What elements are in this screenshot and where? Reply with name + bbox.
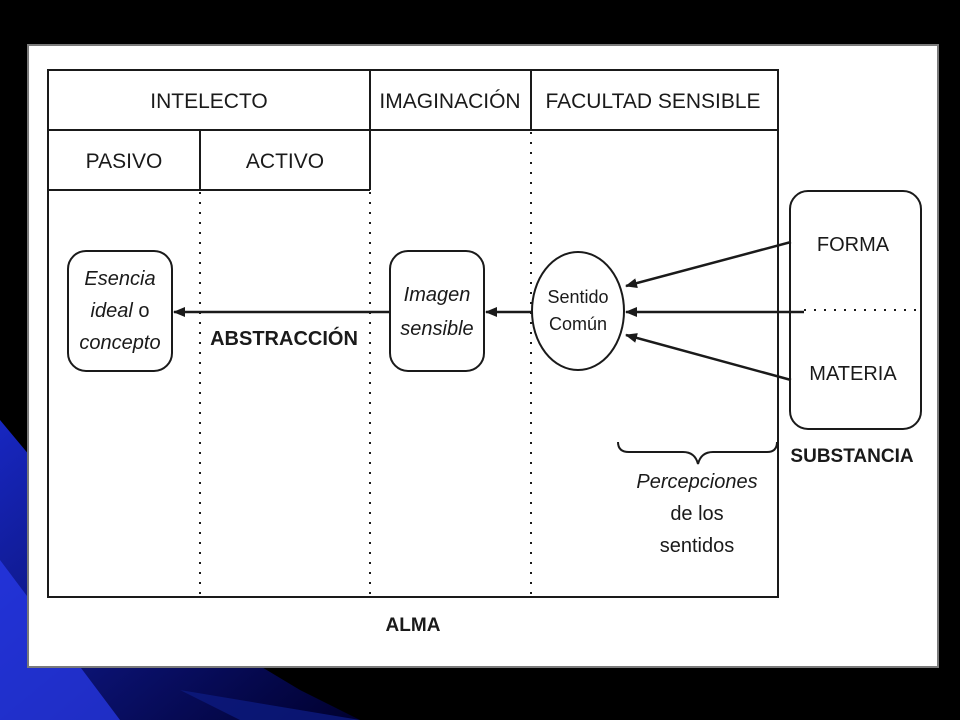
header-facultad-sensible: FACULTAD SENSIBLE: [545, 90, 760, 113]
header-intelecto: INTELECTO: [150, 90, 267, 113]
arrow-materia-to-sentido: [625, 333, 792, 382]
percepciones-brace: [617, 441, 778, 465]
substancia-node: FORMA MATERIA: [789, 190, 922, 430]
materia-label: MATERIA: [809, 363, 897, 385]
sentido-line1: Sentido: [547, 287, 608, 307]
alma-label: ALMA: [386, 615, 441, 636]
substancia-label: SUBSTANCIA: [790, 446, 913, 467]
slide: INTELECTO IMAGINACIÓN FACULTAD SENSIBLE …: [27, 44, 939, 668]
esencia-line3: concepto: [79, 332, 160, 354]
arrow-forma-to-sentido: [625, 240, 792, 288]
percepciones-line3: sentidos: [660, 535, 735, 557]
imagen-line1: Imagen: [404, 284, 471, 306]
esencia-line1: Esencia: [84, 268, 155, 290]
header-activo: ACTIVO: [246, 150, 324, 173]
percepciones-line2: de los: [670, 503, 723, 525]
imagen-line2: sensible: [400, 318, 473, 340]
sentido-comun-node: Sentido Común: [531, 251, 625, 371]
abstraccion-label: ABSTRACCIÓN: [210, 326, 358, 350]
esencia-line2: ideal o: [91, 300, 150, 322]
diagram-canvas: INTELECTO IMAGINACIÓN FACULTAD SENSIBLE …: [47, 69, 922, 636]
sentido-line2: Común: [549, 314, 607, 334]
imagen-node: Imagen sensible: [389, 250, 485, 372]
alma-frame: [47, 69, 779, 598]
forma-label: FORMA: [817, 234, 890, 256]
esencia-node: Esencia ideal o concepto: [67, 250, 173, 372]
header-pasivo: PASIVO: [86, 150, 163, 173]
percepciones-line1: Percepciones: [636, 471, 757, 493]
header-imaginacion: IMAGINACIÓN: [379, 90, 520, 113]
